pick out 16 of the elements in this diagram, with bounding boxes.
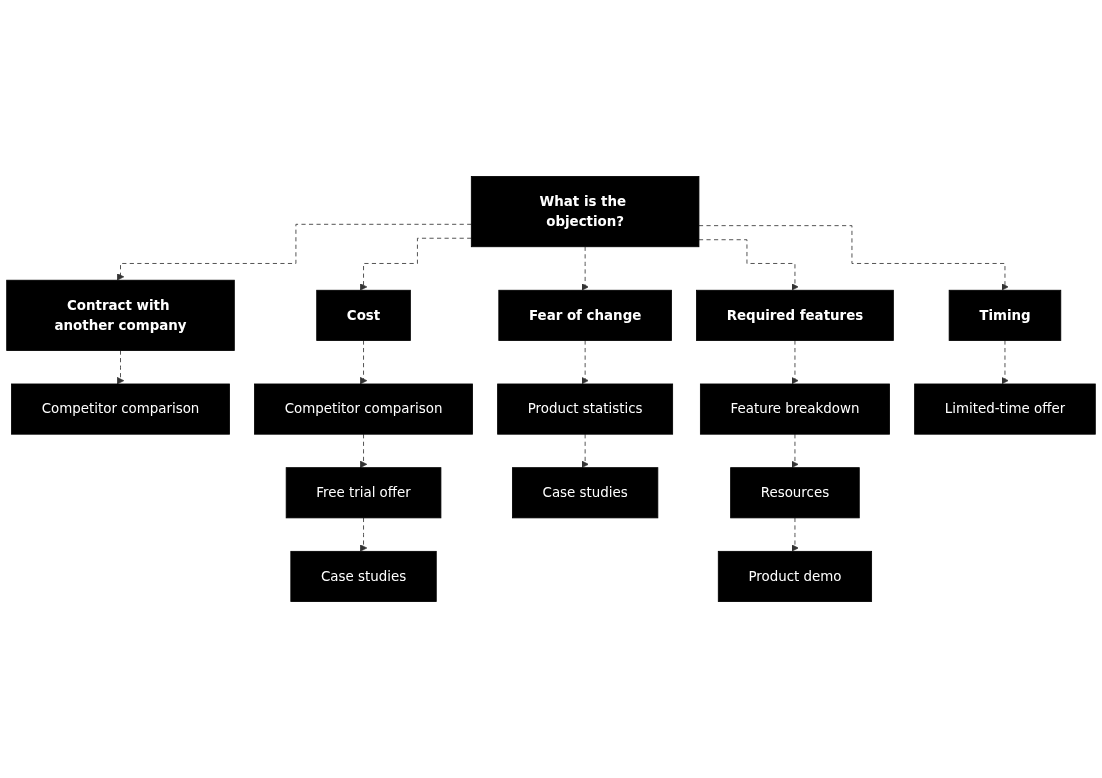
node-box: Timing xyxy=(948,289,1062,341)
node-box: Case studies xyxy=(290,550,437,602)
node-box: Product statistics xyxy=(497,383,674,435)
node-box: What is the objection? xyxy=(470,176,700,248)
node-box: Feature breakdown xyxy=(699,383,890,435)
node-box: Fear of change xyxy=(498,289,672,341)
node-box: Cost xyxy=(316,289,411,341)
node-box: Case studies xyxy=(512,467,659,519)
node-box: Contract with another company xyxy=(6,279,235,351)
node-box: Required features xyxy=(696,289,894,341)
node-box: Limited-time offer xyxy=(914,383,1096,435)
node-box: Competitor comparison xyxy=(11,383,230,435)
node-box: Competitor comparison xyxy=(254,383,473,435)
node-box: Product demo xyxy=(717,550,873,602)
node-box: Free trial offer xyxy=(285,467,442,519)
node-box: Resources xyxy=(730,467,860,519)
